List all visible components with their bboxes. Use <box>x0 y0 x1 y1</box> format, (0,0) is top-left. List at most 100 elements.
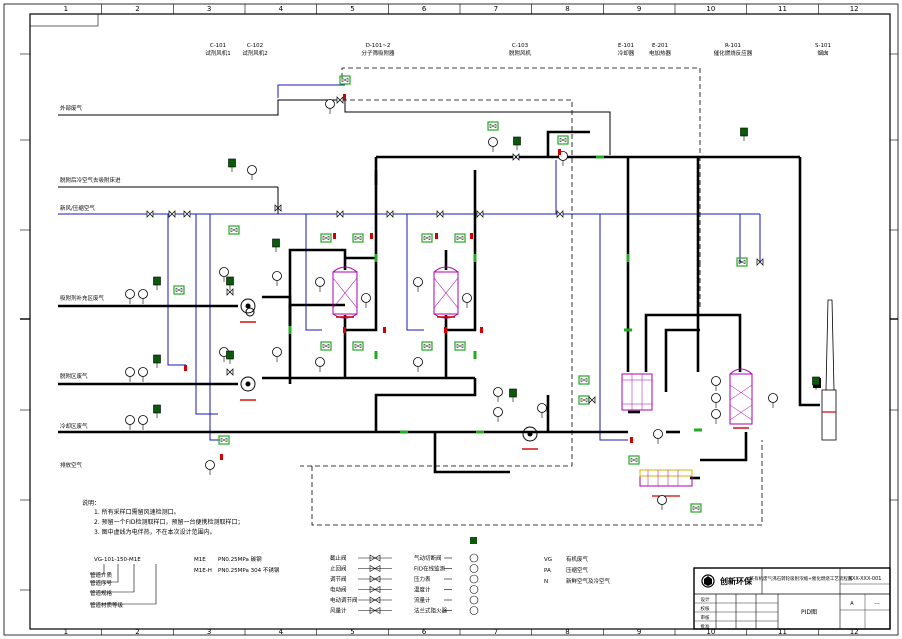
line-label: 新风/压缩空气 <box>60 204 95 212</box>
legend-desc-label: 压力表 <box>414 575 431 583</box>
grid-number: 11 <box>778 5 787 13</box>
notes-block: 说明： 1. 所有采样口需留风速检测口。 2. 预留一个FID检测取样口，预留一… <box>82 499 243 536</box>
pneumatic-valve-icon <box>578 395 590 405</box>
pneumatic-valve-icon <box>228 225 240 235</box>
legend-desc-label: FID在线监测 <box>414 565 446 573</box>
gauge-icon <box>325 99 335 114</box>
equip-name: 脱附风机 <box>509 49 532 57</box>
pneumatic-valve-icon <box>218 435 230 445</box>
equip-tag: E-101 <box>618 43 634 49</box>
electric-heater-e201 <box>639 469 693 497</box>
electric-damper-icon <box>226 276 234 290</box>
line-label: 外部废气 <box>60 104 83 112</box>
gauge-icon <box>138 367 148 382</box>
flow-element-icon <box>333 233 336 239</box>
gauge-icon <box>315 277 325 292</box>
title-row: 设计 <box>701 596 710 603</box>
gauge-icon <box>125 367 135 382</box>
pneumatic-valve-icon <box>421 341 433 351</box>
valve-icon <box>386 210 394 218</box>
gauge-icon <box>711 393 721 408</box>
grid-number: 3 <box>207 5 211 13</box>
gauge-icon <box>315 357 325 372</box>
legend-symbol-icon <box>369 575 381 583</box>
legend-instrument-icon <box>469 606 479 615</box>
electric-damper-icon <box>513 136 521 150</box>
flow-element-icon <box>370 233 373 239</box>
legend-symbol-icon <box>369 554 381 562</box>
gauge-icon <box>488 137 498 152</box>
equip-name: 电加热器 <box>649 49 672 57</box>
pneumatic-valve-icon <box>628 455 640 465</box>
pneumatic-valve-icon <box>320 341 332 351</box>
title-row: 校核 <box>701 605 710 612</box>
gauge-icon <box>493 407 503 422</box>
flow-element-icon <box>470 233 473 239</box>
equip-tag: R-101 <box>725 43 741 49</box>
equip-tag: E-201 <box>652 43 668 49</box>
equip-tag: C-103 <box>512 43 529 49</box>
line-code-callout: VG-101-150-M1E 管道介质 管道序号 管道规格 管道材质等级 <box>90 557 157 609</box>
legend-symbol-label: 电动调节阀 <box>330 596 358 604</box>
valve-icon <box>336 210 344 218</box>
gauge-icon <box>125 415 135 430</box>
drawing-number: XXX-XXX-001 <box>849 576 882 582</box>
valve-icon <box>588 396 596 404</box>
pneumatic-valve-icon <box>454 341 466 351</box>
equip-tag: C-101 <box>210 43 226 49</box>
gauge-icon <box>138 415 148 430</box>
gauge-icon <box>657 495 667 510</box>
grid-number: 2 <box>135 5 139 13</box>
valve-icon <box>226 368 234 376</box>
legend-symbol-label: 调节阀 <box>330 575 347 583</box>
grid-number: 1 <box>64 5 68 13</box>
pneumatic-valve-icon <box>173 285 185 295</box>
valve-icon <box>476 210 484 218</box>
grid-number: 9 <box>637 5 641 13</box>
gauge-icon <box>493 387 503 402</box>
gauge-icon <box>361 293 371 308</box>
gauge-icon <box>272 347 282 362</box>
equip-name: 试剂风机2 <box>242 49 268 57</box>
flow-element-icon <box>558 149 561 155</box>
electric-damper-icon <box>272 238 280 252</box>
pipe-specs: M1E PN0.25MPa 碳钢 M1E-H PN0.25MPa 304 不锈钢 <box>194 555 280 574</box>
pneumatic-valve-icon <box>352 341 364 351</box>
pipe-spec-code: M1E <box>194 557 206 563</box>
abbr-desc: 有机废气 <box>566 555 589 563</box>
gauge-icon <box>653 429 663 444</box>
legend-symbol-label: 止回阀 <box>330 565 347 573</box>
grid-number: 10 <box>706 5 715 13</box>
pneumatic-valve-icon <box>454 233 466 243</box>
equip-name: 烟囱 <box>817 49 828 57</box>
pipe-spec-desc: PN0.25MPa 304 不锈钢 <box>218 566 280 574</box>
valve-icon <box>436 210 444 218</box>
flow-element-icon <box>184 365 187 371</box>
valve-icon <box>756 258 764 266</box>
gauge-icon <box>462 293 472 308</box>
legend-symbol-label: 截止阀 <box>330 554 347 562</box>
process-lines <box>58 67 820 526</box>
gauge-icon <box>413 277 423 292</box>
grid-number: 7 <box>494 628 498 636</box>
pneumatic-valve-icon <box>736 257 748 267</box>
pneumatic-valve-icon <box>487 121 499 131</box>
abbr-code: VG <box>544 557 552 563</box>
title-block: 创新环保 某有机废气沸石转轮吸附浓缩+催化燃烧工艺流程图 XXX-XXX-001… <box>693 567 891 630</box>
line-label: 脱附后冷空气去吸附床进 <box>60 176 121 184</box>
note: 1. 所有采样口需留风速检测口。 <box>94 508 180 516</box>
abbr-code: N <box>544 579 548 585</box>
pneumatic-valve-icon <box>421 233 433 243</box>
equip-name: 冷却器 <box>618 49 635 57</box>
line-label: 排放空气 <box>60 461 83 469</box>
title-row: 审核 <box>701 614 710 621</box>
valve-icon <box>226 288 234 296</box>
legend-instrument-icon <box>469 595 479 605</box>
scale: --- <box>874 601 880 607</box>
line-label: 吸附剂补充区废气 <box>60 294 105 302</box>
electric-damper-icon <box>812 376 820 390</box>
adsorber-1 <box>332 266 358 319</box>
fan-c101 <box>240 298 256 323</box>
valve-icon <box>556 210 564 218</box>
